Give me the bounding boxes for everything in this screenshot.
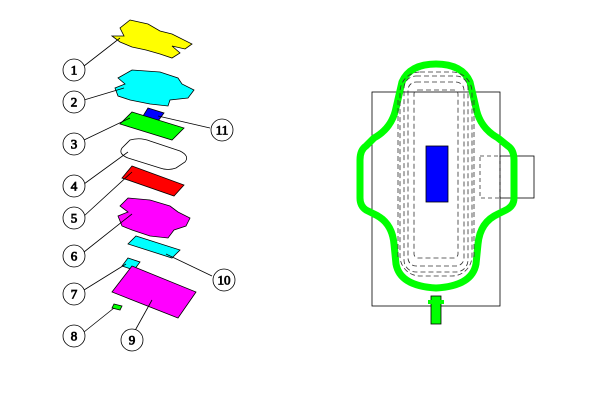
exploded-view: 1 2 3 4 5 6 7 8 — [62, 19, 236, 352]
callout-label: 1 — [71, 63, 78, 78]
callout-2: 2 — [62, 90, 86, 114]
callout-5: 5 — [62, 206, 86, 230]
callout-7: 7 — [62, 282, 86, 306]
callout-8: 8 — [62, 324, 86, 348]
callout-label: 11 — [216, 123, 229, 138]
layer-magenta-backsheet — [111, 265, 197, 319]
plan-bottom-tab — [430, 295, 442, 325]
callout-label: 10 — [218, 273, 231, 288]
callout-label: 7 — [71, 287, 78, 302]
plan-green-outline — [356, 60, 518, 292]
callout-4: 4 — [62, 174, 86, 198]
plan-dashed-outlines — [397, 71, 475, 277]
layer-magenta-wing — [117, 197, 191, 239]
callout-11: 11 — [210, 118, 234, 142]
callout-label: 5 — [71, 211, 78, 226]
callout-3: 3 — [62, 132, 86, 156]
callout-label: 2 — [71, 95, 78, 110]
plan-right-tab-dashed — [479, 155, 501, 199]
callout-label: 4 — [71, 179, 78, 194]
layer-cyan-top — [114, 69, 195, 107]
plan-view — [356, 60, 535, 325]
layer-red — [121, 165, 185, 197]
layer-green — [119, 111, 185, 141]
layer-cyan-strip — [127, 235, 181, 259]
callout-label: 8 — [71, 329, 78, 344]
layer-yellow-top — [110, 19, 193, 59]
callout-label: 3 — [71, 137, 78, 152]
plan-bottom-tab-bar — [428, 300, 444, 304]
callout-9: 9 — [120, 328, 144, 352]
callout-10: 10 — [212, 268, 236, 292]
callout-label: 9 — [129, 333, 136, 348]
callout-label: 6 — [71, 249, 78, 264]
layer-green-tab — [111, 303, 123, 311]
layer-white — [120, 138, 188, 170]
callout-6: 6 — [62, 244, 86, 268]
leader-lines — [83, 37, 213, 337]
plan-center-block — [425, 145, 449, 203]
callout-1: 1 — [62, 58, 86, 82]
